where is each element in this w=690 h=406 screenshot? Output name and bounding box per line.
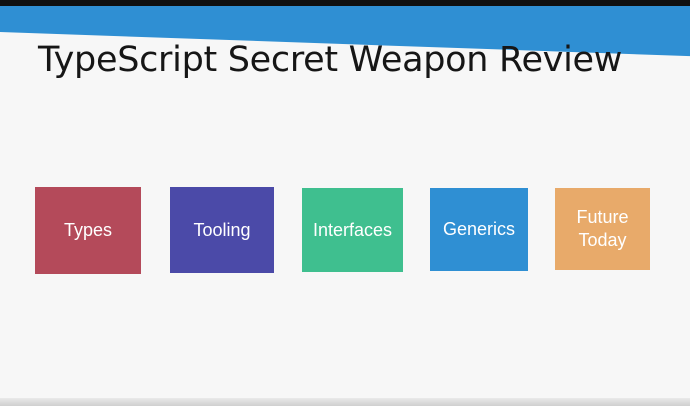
slide-top-edge xyxy=(0,0,690,6)
tile-types: Types xyxy=(35,187,141,274)
slide-title: TypeScript Secret Weapon Review xyxy=(38,40,623,80)
tile-tooling: Tooling xyxy=(170,187,274,273)
slide-bottom-shadow xyxy=(0,398,690,406)
tile-interfaces: Interfaces xyxy=(302,188,403,272)
tile-future-today: Future Today xyxy=(555,188,650,270)
tile-generics: Generics xyxy=(430,188,528,271)
